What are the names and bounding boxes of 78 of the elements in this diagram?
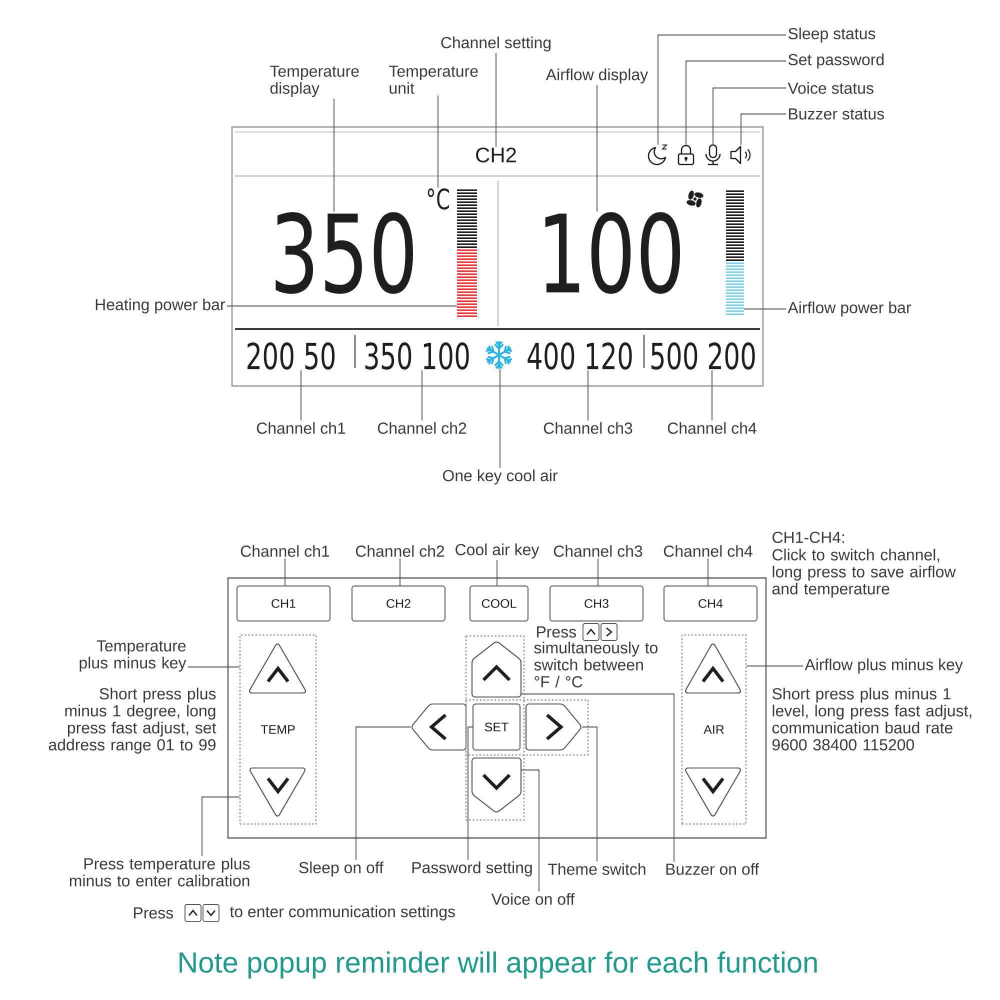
callout-label: Channel ch4 xyxy=(664,545,752,557)
note-text: Press xyxy=(537,626,576,638)
callout-label: Sleep status xyxy=(788,28,876,42)
callout-label: Channel setting xyxy=(441,36,551,52)
note-text: Click to switch channel, long press to save airflow and temperature xyxy=(772,548,956,598)
button: COOL xyxy=(470,586,528,622)
note-text: CH1-CH4: xyxy=(772,532,844,544)
lcd-readout: 400 120 xyxy=(528,342,632,370)
callout-label: Channel ch1 xyxy=(256,422,346,434)
callout-label: Buzzer on off xyxy=(666,863,760,875)
callout-label: Sleep on off xyxy=(299,862,384,876)
power-bar xyxy=(456,189,478,318)
snowflake-icon xyxy=(486,341,512,369)
note-text: Short press plus minus 1 level, long press fast adjust, communication baud rate 9600 38400 115200 xyxy=(772,688,972,750)
callout-label: Airflow plus minus key xyxy=(804,658,963,674)
button: CH1 xyxy=(236,586,330,622)
key-group: AIR xyxy=(682,634,747,824)
callout-label: Channel ch2 xyxy=(356,545,444,557)
moon-icon xyxy=(648,144,668,166)
button: CH3 xyxy=(550,586,644,622)
callout-label: Press temperature plus minus to enter calibration xyxy=(70,858,250,886)
callout-label: Set password xyxy=(788,54,884,68)
callout-label: Theme switch xyxy=(548,863,646,875)
lcd-readout: 500 200 xyxy=(651,342,755,370)
button: CH2 xyxy=(352,586,446,622)
note-text: to enter communication settings xyxy=(230,906,455,920)
note-text: Short press plus minus 1 degree, long press fast adjust, set address range 01 to 99 xyxy=(48,688,216,754)
leader-line xyxy=(582,726,598,862)
callout-label: Temperature unit xyxy=(389,66,478,94)
power-bar xyxy=(725,190,745,316)
leader-line xyxy=(188,666,240,668)
button: CH4 xyxy=(664,586,758,622)
leader-line xyxy=(300,370,302,421)
microphone-icon xyxy=(705,144,721,166)
note-text: Press xyxy=(134,907,174,919)
callout-label: Channel ch1 xyxy=(240,545,330,557)
lock-icon xyxy=(678,144,694,166)
callout-label: Temperature plus minus key xyxy=(80,640,186,672)
control-panel xyxy=(227,577,767,839)
leader-line xyxy=(520,770,540,892)
callout-label: Heating power bar xyxy=(96,298,225,314)
key-group: TEMP xyxy=(240,634,316,824)
lcd-readout: 200 50 xyxy=(248,342,335,370)
callout-label: Temperature display xyxy=(270,66,359,98)
leader-line xyxy=(740,114,786,146)
callout-label: One key cool air xyxy=(442,470,558,484)
callout-label: Channel ch2 xyxy=(378,422,466,434)
callout-label: Airflow display xyxy=(546,68,648,84)
leader-line xyxy=(284,558,286,586)
callout-label: Cool air key xyxy=(456,544,540,558)
leader-line xyxy=(356,726,412,860)
leader-line xyxy=(202,796,240,856)
callout-label: Airflow power bar xyxy=(788,302,912,316)
lcd-screen xyxy=(231,126,764,387)
speaker-icon xyxy=(730,146,751,164)
callout-label: Channel ch4 xyxy=(668,422,756,434)
callout-label: Channel ch3 xyxy=(544,422,632,434)
leader-line xyxy=(686,60,786,146)
caption: Note popup reminder will appear for each function xyxy=(180,952,817,979)
lcd-text: CH2 xyxy=(476,148,516,162)
note-text: simultaneously to switch between °F / °C xyxy=(534,642,658,688)
leader-line xyxy=(712,88,786,146)
leader-line xyxy=(596,84,598,212)
callout-label: Voice status xyxy=(788,82,874,94)
lcd-text: °C xyxy=(428,188,449,210)
lcd-readout: 350 100 xyxy=(365,342,469,370)
lcd-readout: 350 xyxy=(276,212,413,294)
callout-label: Password setting xyxy=(412,862,532,876)
leader-line xyxy=(496,560,498,586)
leader-line xyxy=(744,308,786,310)
callout-label: Buzzer status xyxy=(789,108,884,120)
lcd-readout: 100 xyxy=(545,212,680,294)
leader-line xyxy=(468,726,473,860)
callout-label: Voice on off xyxy=(491,893,575,905)
button: SET xyxy=(472,704,520,750)
callout-label: Channel ch3 xyxy=(554,545,642,557)
leader-line xyxy=(520,694,674,862)
leader-line xyxy=(658,34,786,146)
